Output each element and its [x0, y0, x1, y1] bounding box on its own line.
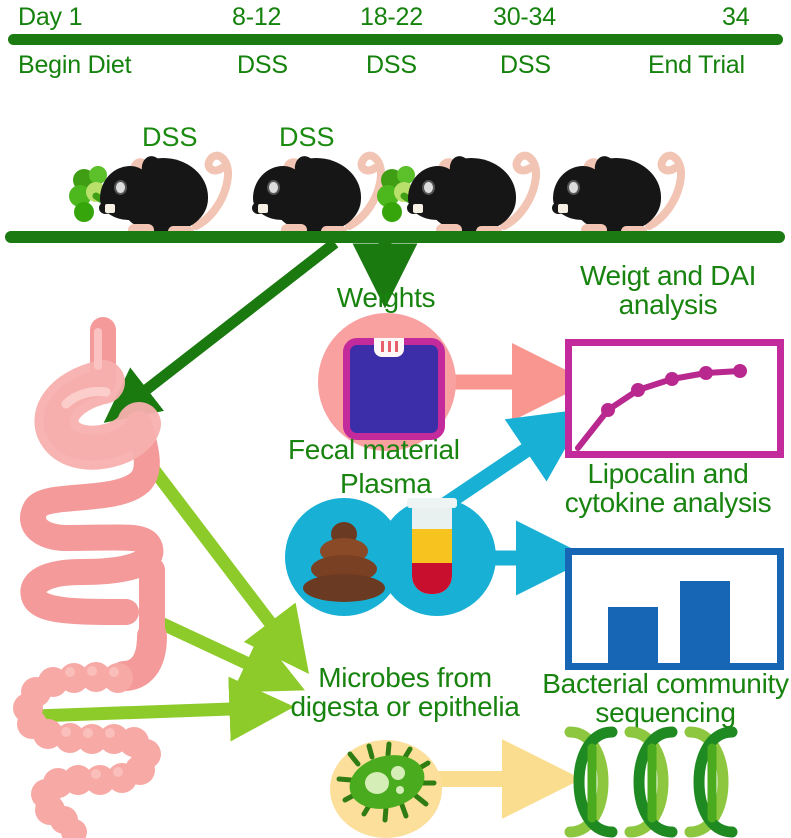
timeline-event-3: DSS — [500, 51, 551, 79]
weight-dai-chart-panel — [565, 339, 784, 458]
scale-tick — [395, 341, 398, 352]
timeline-day-1: 8-12 — [232, 3, 282, 31]
timeline-event-0: Begin Diet — [18, 51, 132, 79]
arrow-intestine-to-microbes-lower — [34, 676, 295, 742]
feces-icon — [303, 522, 385, 602]
dna-helix-icon — [564, 726, 738, 838]
timeline-event-4: End Trial — [648, 51, 745, 79]
colon-beaded — [13, 662, 161, 838]
tube-plasma-layer — [412, 529, 452, 563]
timeline-day-4: 34 — [722, 3, 750, 31]
mouse-eye — [567, 180, 580, 195]
arrow-intestine-to-microbes-upper — [142, 458, 310, 674]
tube-cap — [407, 498, 457, 508]
fecal-material-label: Fecal material — [288, 434, 460, 465]
mouse-tail — [645, 140, 693, 230]
timeline-event-2: DSS — [366, 51, 417, 79]
timeline-day-3: 30-34 — [493, 3, 556, 31]
scale-tick — [381, 341, 384, 352]
dai-line-chart — [575, 364, 747, 451]
bar-1 — [608, 607, 658, 663]
scale-tick — [388, 341, 391, 352]
intestine-icon — [13, 317, 167, 838]
dss-tag-2: DSS — [279, 122, 335, 152]
mouse-tail — [345, 140, 393, 230]
mouse-tail — [192, 140, 240, 230]
lipocalin-title: Lipocalin and cytokine analysis — [564, 458, 772, 518]
blood-test-tube-icon — [412, 505, 452, 594]
arrow-intestine-to-microbes-middle — [147, 612, 305, 693]
weights-label: Weights — [336, 282, 436, 313]
microbes-label: Microbes from digesta or epithelia — [290, 662, 520, 722]
mouse-tooth — [258, 204, 268, 213]
bacterium-icon — [336, 741, 437, 823]
mouse-icon-1 — [69, 136, 242, 241]
arrow-feces-to-line-chart — [435, 408, 588, 515]
plasma-label: Plasma — [340, 468, 432, 499]
mouse-tooth — [558, 204, 568, 213]
timeline-day-2: 18-22 — [360, 3, 423, 31]
mouse-eye — [422, 180, 435, 195]
timeline-event-1: DSS — [237, 51, 288, 79]
mouse-eye — [267, 180, 280, 195]
timeline-bar — [8, 34, 783, 45]
bacterial-seq-title: Bacterial community sequencing — [542, 668, 789, 728]
mouse-tooth — [105, 204, 115, 213]
mouse-icon-2 — [245, 136, 395, 241]
weight-dai-title: Weigt and DAI analysis — [579, 260, 757, 320]
mouse-timeline-rail — [5, 231, 785, 243]
mouse-tooth — [413, 204, 423, 213]
mouse-eye — [114, 180, 127, 195]
arrow-timeline-to-intestine — [103, 238, 339, 423]
bar-2 — [680, 581, 730, 663]
mouse-tail — [500, 140, 548, 230]
timeline-day-0: Day 1 — [18, 3, 83, 31]
lipocalin-chart-panel — [565, 548, 784, 670]
tube-blood-layer — [412, 563, 452, 594]
dss-tag-1: DSS — [142, 122, 198, 152]
